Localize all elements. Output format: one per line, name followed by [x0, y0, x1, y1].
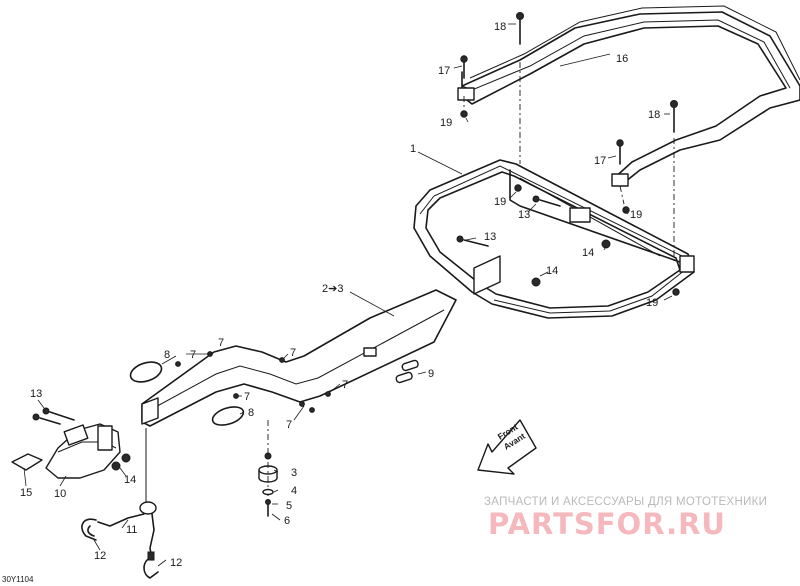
pin-part-9: [395, 359, 419, 384]
bolt-part-13-frame-a: [532, 195, 561, 207]
callout-7-b: 7: [290, 347, 296, 359]
bolt-part-13-frame-b: [456, 235, 489, 247]
callout-7-e: 7: [244, 391, 250, 403]
callout-7-a: 7: [190, 349, 196, 361]
bolt-part-17-upper: [460, 55, 468, 79]
nut-part-19-c: [622, 206, 630, 214]
hook-part-12-left: [81, 518, 97, 541]
nut-part-14-frame-b: [531, 277, 541, 287]
callout-13-frame-a: 13: [518, 209, 530, 221]
callout-2-to-3: 2➔3: [322, 283, 343, 295]
bolt-part-7-c: [279, 357, 285, 363]
nut-part-19-b: [514, 184, 522, 192]
bolt-part-7-d: [233, 393, 239, 399]
grommet-part-8-b: [211, 406, 245, 426]
callout-3: 3: [291, 467, 297, 479]
callout-12-right: 12: [170, 557, 182, 569]
washer-part-5: [262, 488, 274, 496]
callout-14-frame-b: 14: [546, 265, 558, 277]
nut-part-14-coupler-b: [121, 453, 131, 463]
callout-17-upper: 17: [438, 65, 450, 77]
watermark: ЗАПЧАСТИ И АКСЕССУАРЫ ДЛЯ МОТОТЕХНИКИ PA…: [484, 496, 767, 541]
bolt-part-7-f: [299, 401, 305, 407]
hook-part-12-right: [143, 551, 159, 579]
callout-19-c: 19: [630, 209, 642, 221]
nut-part-14-coupler-a: [111, 461, 121, 471]
bolt-part-18-upper: [516, 12, 524, 45]
nut-part-19-d: [672, 288, 680, 296]
bolt-part-13-coupler-b: [32, 413, 61, 425]
callout-18-right: 18: [648, 109, 660, 121]
callout-18-upper: 18: [494, 21, 506, 33]
drawing-code: 30Y1104: [2, 575, 34, 584]
callout-14-coupler: 14: [124, 474, 136, 486]
callout-6: 6: [284, 515, 290, 527]
callout-8-a: 8: [164, 349, 170, 361]
callout-19-a: 19: [440, 117, 452, 129]
hitch-tube-part-3: [141, 289, 457, 427]
callout-4: 4: [291, 485, 297, 497]
nut-part-3-stack: [264, 452, 272, 460]
callout-16: 16: [616, 53, 628, 65]
coupler-part-10: [45, 423, 121, 479]
callout-17-right: 17: [594, 155, 606, 167]
bolt-part-17-right: [616, 139, 624, 165]
watermark-logo: PARTSFOR.RU: [488, 507, 726, 541]
bolt-part-7-b: [175, 361, 181, 367]
callout-7-c: 7: [218, 337, 224, 349]
callout-labels: 1 2➔3 3 4 5 6 7 7 7 7 7 7 8 8 9 10 11 12…: [20, 21, 660, 569]
callout-13-coupler: 13: [30, 388, 42, 400]
bolt-part-7-e: [325, 391, 331, 397]
watermark-text: ЗАПЧАСТИ И АКСЕССУАРЫ ДЛЯ МОТОТЕХНИКИ: [484, 496, 767, 508]
carrier-frame-part-1: [413, 159, 695, 319]
callout-15: 15: [20, 487, 32, 499]
grommet-part-8-a: [129, 361, 163, 383]
nut-part-14-frame-a: [601, 239, 611, 249]
callout-12-left: 12: [94, 550, 106, 562]
bolt-part-18-right: [670, 100, 678, 133]
callout-7-f: 7: [286, 419, 292, 431]
screw-part-6: [265, 499, 271, 517]
callout-1: 1: [410, 143, 416, 155]
leader-lines: [23, 23, 673, 567]
callout-19-b: 19: [494, 196, 506, 208]
bolt-part-7-g: [309, 407, 315, 413]
callout-13-frame-b: 13: [484, 231, 496, 243]
callout-14-frame-a: 14: [582, 247, 594, 259]
callout-8-b: 8: [248, 407, 254, 419]
bolt-part-13-coupler-a: [42, 407, 75, 421]
latch-part-15: [11, 453, 43, 471]
callout-10: 10: [54, 488, 66, 500]
nut-part-19-a: [460, 110, 468, 118]
rack-frame-part-16: [457, 5, 800, 187]
callout-19-d: 19: [646, 297, 658, 309]
callout-9: 9: [428, 368, 434, 380]
callout-5: 5: [286, 500, 292, 512]
front-direction-arrow: Front Avant: [477, 419, 537, 475]
callout-7-d: 7: [342, 379, 348, 391]
callout-11: 11: [126, 524, 137, 536]
